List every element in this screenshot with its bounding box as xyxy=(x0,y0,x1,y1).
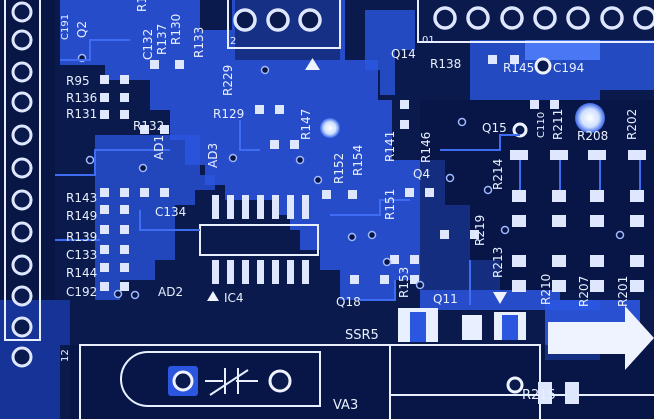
left-header-pins xyxy=(11,1,33,368)
label-va3: VA3 xyxy=(333,398,359,413)
label-c191: C191 xyxy=(60,13,71,40)
label-r95: R95 xyxy=(66,74,90,88)
label-r215: R215 xyxy=(522,388,556,403)
label-r208: R208 xyxy=(577,129,609,143)
label-r132: R132 xyxy=(133,119,165,133)
mounting-hole-center xyxy=(320,118,340,138)
label-r136: R136 xyxy=(66,91,98,105)
label-r147: R147 xyxy=(299,108,313,140)
label-ic4: IC4 xyxy=(224,291,244,305)
label-r229: R229 xyxy=(221,64,235,96)
label-r214: R214 xyxy=(491,158,505,190)
label-r153: R153 xyxy=(397,266,411,298)
label-r143: R143 xyxy=(66,191,98,205)
label-z: 2 xyxy=(230,36,237,47)
vias xyxy=(77,53,625,300)
label-q4: Q4 xyxy=(413,167,431,181)
label-r154: R154 xyxy=(351,144,365,176)
label-c192: C192 xyxy=(66,285,98,299)
smd-pads xyxy=(100,55,646,404)
marker-triangles xyxy=(207,58,507,304)
left-header-outline xyxy=(4,0,41,341)
label-c194: C194 xyxy=(553,61,585,75)
label-ad1: AD1 xyxy=(152,134,166,160)
label-q14: Q14 xyxy=(391,47,416,61)
label-c134: C134 xyxy=(155,205,187,219)
label-r135: R135 xyxy=(135,0,149,12)
label-o1: 01 xyxy=(422,35,435,46)
mounting-hole-right xyxy=(575,103,605,133)
label-c133: C133 xyxy=(66,248,98,262)
label-r138: R138 xyxy=(430,57,462,71)
label-r219: R219 xyxy=(473,214,487,246)
label-r149: R149 xyxy=(66,209,98,223)
label-r130: R130 xyxy=(169,13,183,45)
label-r137: R137 xyxy=(155,23,169,55)
label-q2: Q2 xyxy=(75,20,89,38)
label-twelve: 12 xyxy=(60,349,71,362)
label-r152: R152 xyxy=(332,152,346,184)
label-r139: R139 xyxy=(66,230,98,244)
label-r207: R207 xyxy=(577,275,591,307)
label-r201: R201 xyxy=(616,275,630,307)
label-r131: R131 xyxy=(66,107,98,121)
top-header-pins xyxy=(233,6,654,32)
label-r141: R141 xyxy=(383,130,397,162)
label-c110: C110 xyxy=(536,111,547,138)
label-r210: R210 xyxy=(539,273,553,305)
label-c132: C132 xyxy=(141,28,155,60)
label-r211: R211 xyxy=(551,108,565,140)
label-r144: R144 xyxy=(66,266,98,280)
label-r133: R133 xyxy=(192,26,206,58)
label-r129: R129 xyxy=(213,107,245,121)
label-r146: R146 xyxy=(419,131,433,163)
va3-pad xyxy=(168,366,198,396)
label-q11: Q11 xyxy=(433,292,458,306)
arrow-marking xyxy=(548,306,654,370)
label-ssr5: SSR5 xyxy=(345,328,379,343)
ic4-pins xyxy=(212,195,309,284)
label-r145: R145 xyxy=(503,61,535,75)
label-r202: R202 xyxy=(625,108,639,140)
label-ad3: AD3 xyxy=(206,142,220,168)
label-q15: Q15 xyxy=(482,121,507,135)
label-q18: Q18 xyxy=(336,295,361,309)
label-ad2: AD2 xyxy=(158,285,184,299)
copper-traces xyxy=(55,39,641,305)
label-r213: R213 xyxy=(491,246,505,278)
label-r151: R151 xyxy=(383,188,397,220)
